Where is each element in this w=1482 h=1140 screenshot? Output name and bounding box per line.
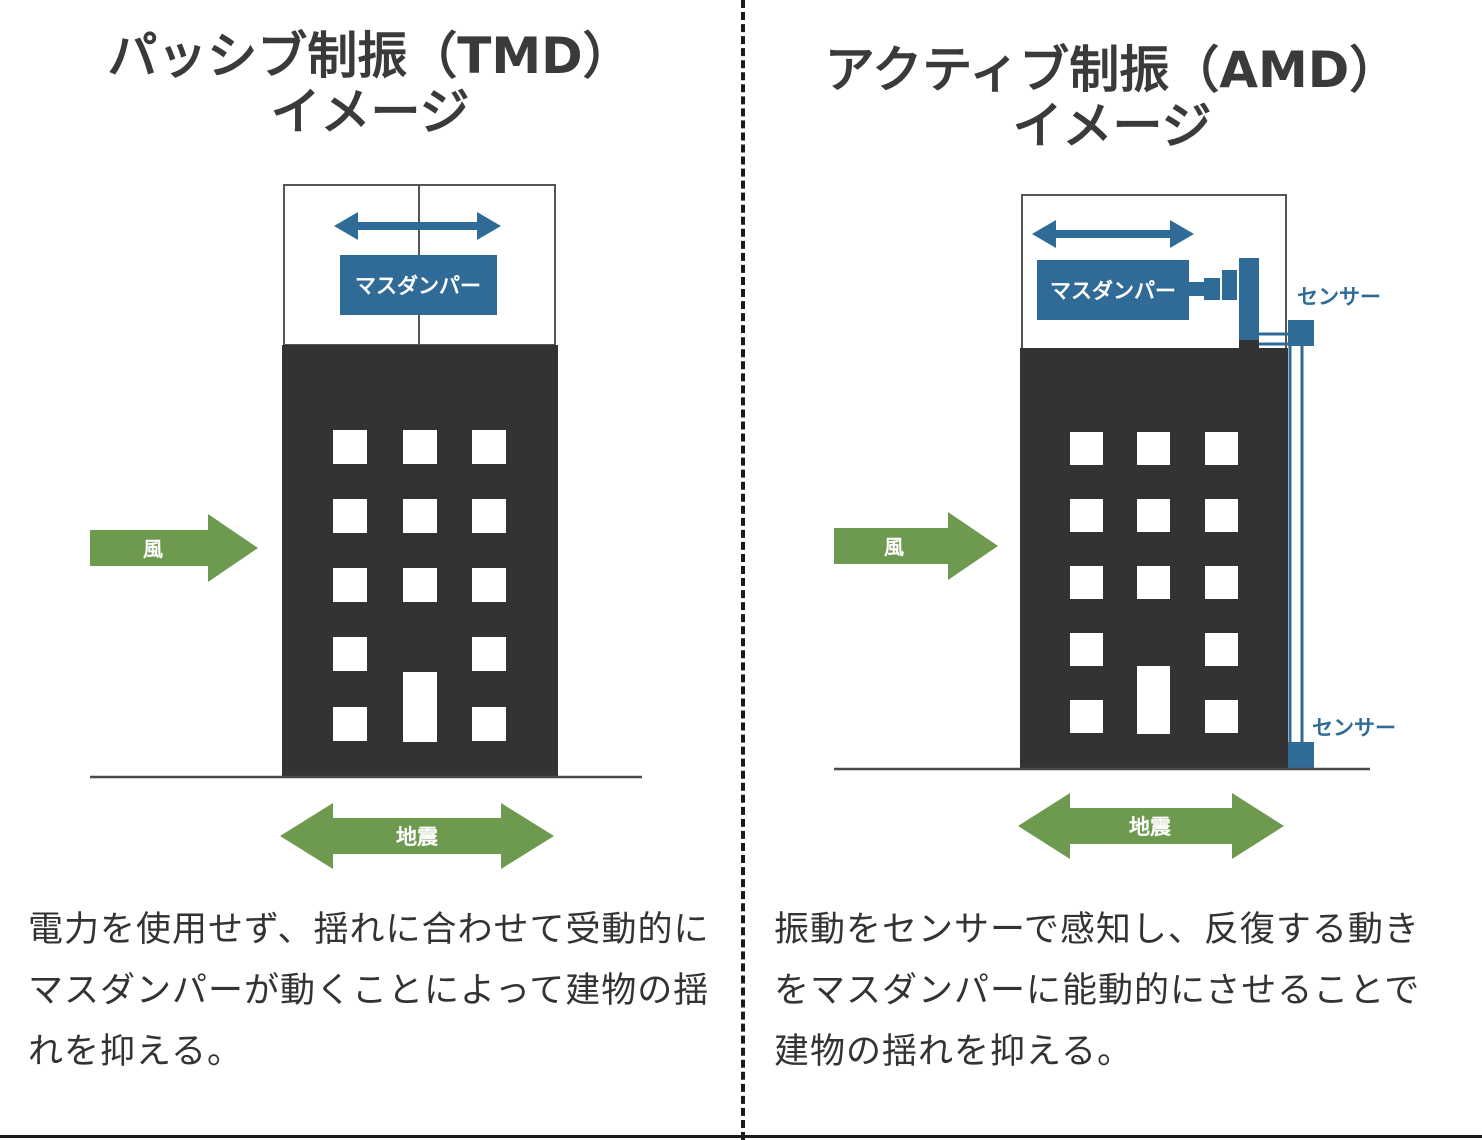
earthquake-arrow (1018, 793, 1284, 859)
damper-motion-arrow (334, 212, 501, 240)
sensor-bottom-label: センサー (1312, 716, 1396, 740)
building-windows (333, 430, 506, 742)
earthquake-label: 地震 (396, 825, 439, 849)
active-description-line3: 建物の揺れを抑える。 (774, 1032, 1133, 1072)
active-title-line2: イメージ (1012, 97, 1212, 155)
earthquake-label: 地震 (1129, 815, 1172, 839)
active-description: 振動をセンサーで感知し、反復する動き をマスダンパーに能動的にさせることで 建物… (774, 900, 1474, 1083)
passive-description-line3: れを抑える。 (28, 1032, 243, 1072)
bottom-rule (0, 1135, 1482, 1138)
actuator-base (1239, 340, 1259, 360)
sensor-cable (1259, 332, 1304, 760)
active-description-line1: 振動をセンサーで感知し、反復する動き (774, 910, 1420, 950)
passive-description-line2: マスダンパーが動くことによって建物の揺 (28, 971, 710, 1011)
mass-damper-box (1037, 260, 1189, 320)
passive-damping-panel: パッシブ制振（TMD） イメージ マスダンパー 風 (0, 0, 740, 1135)
building-door (403, 672, 437, 742)
passive-description: 電力を使用せず、揺れに合わせて受動的に マスダンパーが動くことによって建物の揺 … (28, 900, 728, 1083)
damper-motion-arrow (1032, 220, 1194, 248)
actuator (1189, 258, 1259, 350)
sensor-bottom (1288, 742, 1314, 768)
passive-building-diagram: マスダンパー 風 地震 (90, 184, 642, 869)
wind-arrow (90, 514, 258, 582)
sensor-top (1288, 320, 1314, 346)
center-dashed-divider (741, 0, 745, 1140)
passive-title-line2: イメージ (270, 83, 470, 141)
wind-arrow (834, 512, 998, 580)
active-damping-panel: アクティブ制振（AMD） イメージ マスダンパー (742, 0, 1482, 1135)
mass-damper-label: マスダンパー (355, 274, 481, 298)
passive-title: パッシブ制振（TMD） イメージ (0, 28, 740, 140)
earthquake-arrow (280, 803, 554, 869)
sensor-top-label: センサー (1297, 285, 1381, 309)
active-building-diagram: マスダンパー センサー センサー (834, 194, 1396, 859)
building-windows (1070, 432, 1238, 734)
active-title-line1: アクティブ制振（AMD） (824, 41, 1400, 99)
active-title: アクティブ制振（AMD） イメージ (742, 42, 1482, 154)
passive-title-line1: パッシブ制振（TMD） (107, 27, 633, 85)
building-door (1137, 666, 1170, 734)
wind-label: 風 (884, 535, 904, 559)
mass-damper-box (340, 255, 497, 315)
passive-description-line1: 電力を使用せず、揺れに合わせて受動的に (28, 910, 710, 950)
wind-label: 風 (143, 537, 163, 561)
active-description-line2: をマスダンパーに能動的にさせることで (774, 971, 1421, 1011)
mass-damper-label: マスダンパー (1050, 279, 1176, 303)
